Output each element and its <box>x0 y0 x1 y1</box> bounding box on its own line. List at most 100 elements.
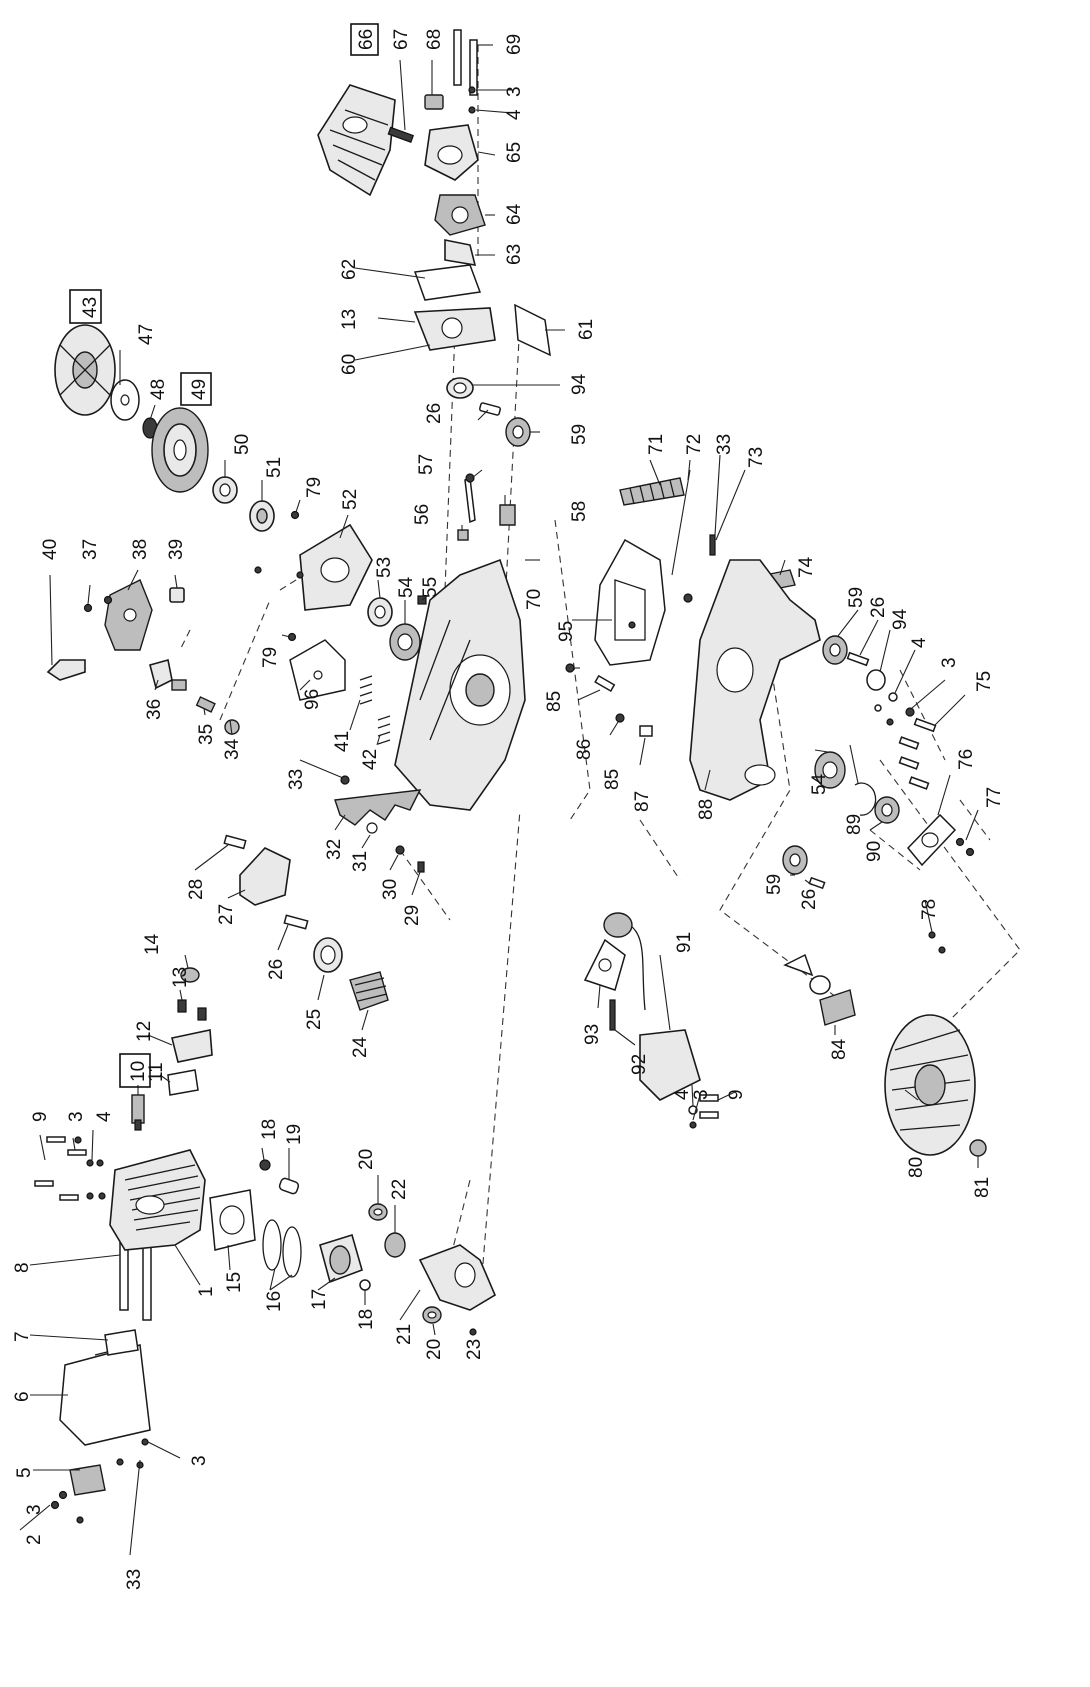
air-filter-cover <box>317 84 396 197</box>
callout-14: 14 <box>142 933 163 955</box>
callout-88: 88 <box>696 799 717 820</box>
callout-33: 33 <box>124 1569 145 1590</box>
callout-62: 62 <box>339 259 360 280</box>
callout-81: 81 <box>972 1177 993 1198</box>
callout-3: 3 <box>691 1089 712 1100</box>
rod-57 <box>464 473 476 524</box>
callout-4: 4 <box>672 1089 693 1100</box>
rear-handle-88 <box>689 559 821 801</box>
callout-48: 48 <box>148 379 169 400</box>
callout-3: 3 <box>939 657 960 668</box>
callout-77: 77 <box>984 787 1005 808</box>
callout-1: 1 <box>196 1286 217 1297</box>
screws-2-3-33 <box>50 1438 149 1524</box>
callout-73: 73 <box>746 447 767 468</box>
oil-pump-plate-52 <box>299 523 373 611</box>
callout-6: 6 <box>12 1391 33 1402</box>
callout-64: 64 <box>504 203 525 225</box>
callout-20: 20 <box>424 1339 445 1360</box>
seal-94b <box>866 669 886 691</box>
boot-24 <box>349 971 389 1011</box>
callout-17: 17 <box>309 1289 330 1310</box>
piston-rings-16 <box>262 1219 302 1278</box>
callout-56: 56 <box>412 504 433 525</box>
callout-40: 40 <box>40 539 61 560</box>
pin-19 <box>278 1177 300 1195</box>
callout-2: 2 <box>24 1534 45 1545</box>
clutch-43 <box>54 324 116 416</box>
callout-54: 54 <box>396 576 417 598</box>
callout-29: 29 <box>402 905 423 926</box>
callout-87: 87 <box>632 791 653 812</box>
filter-36 <box>149 658 187 691</box>
callout-26: 26 <box>799 889 820 910</box>
choke-knob-68 <box>424 94 444 110</box>
callout-65: 65 <box>504 142 525 163</box>
oil-hose-40 <box>46 659 86 681</box>
callout-8: 8 <box>12 1262 33 1273</box>
carb-adapter-60 <box>413 307 496 351</box>
plate-96 <box>289 639 346 701</box>
bushing-59c <box>782 845 808 875</box>
boxed-callout-frames <box>69 23 379 1088</box>
air-shroud-6 <box>59 1344 151 1446</box>
starter-pawl-84 <box>783 953 856 1026</box>
gasket-7 <box>104 1329 139 1356</box>
callout-13: 13 <box>339 309 360 330</box>
callout-3: 3 <box>504 86 525 97</box>
callout-20: 20 <box>356 1149 377 1170</box>
plate-93 <box>583 938 626 991</box>
callout-3: 3 <box>66 1111 87 1122</box>
callout-54: 54 <box>809 773 830 795</box>
callout-9: 9 <box>30 1111 51 1122</box>
callout-90: 90 <box>864 841 885 862</box>
callout-76: 76 <box>956 749 977 770</box>
callout-47: 47 <box>136 324 157 345</box>
callout-labels: 2 3 33 5 3 6 1 7 8 9 3 4 10 11 12 13 14 … <box>12 29 1005 1590</box>
callout-96: 96 <box>302 689 323 710</box>
callout-21: 21 <box>394 1324 415 1345</box>
callout-39: 39 <box>166 539 187 560</box>
callout-13: 13 <box>170 967 191 988</box>
muffler-flange-12 <box>171 1029 213 1063</box>
carburetor-64 <box>434 194 486 236</box>
callout-3: 3 <box>24 1504 45 1515</box>
callout-32: 32 <box>324 839 345 860</box>
callout-79: 79 <box>260 647 281 668</box>
callout-26: 26 <box>868 597 889 618</box>
flywheel-80 <box>884 1014 976 1156</box>
parts-85-86-87 <box>565 621 653 737</box>
bearing-50 <box>212 476 238 504</box>
spark-plug-10 <box>131 1094 145 1131</box>
callout-24: 24 <box>350 1036 371 1058</box>
callout-36: 36 <box>144 699 165 720</box>
spring-41 <box>359 675 373 705</box>
parts-31-30-29 <box>366 822 425 873</box>
bushing-59 <box>505 417 531 447</box>
bolt-75 <box>898 717 937 790</box>
bolt-26a <box>283 914 309 930</box>
callout-12: 12 <box>134 1021 155 1042</box>
callout-38: 38 <box>130 539 151 560</box>
callout-71: 71 <box>646 434 667 455</box>
parts-73-33 <box>683 534 716 603</box>
clutch-drum-49 <box>151 407 209 493</box>
bearing-54b <box>814 751 846 789</box>
washer-47 <box>110 379 140 421</box>
callout-26: 26 <box>266 959 287 980</box>
callout-5: 5 <box>14 1467 35 1478</box>
callout-59: 59 <box>846 587 867 608</box>
callout-25: 25 <box>304 1009 325 1030</box>
callout-28: 28 <box>186 879 207 900</box>
handle-frame-95 <box>594 538 666 666</box>
bolt-26 <box>479 402 501 416</box>
callout-68: 68 <box>424 29 445 50</box>
callout-60: 60 <box>339 354 360 375</box>
callout-3: 3 <box>189 1455 210 1466</box>
callout-26: 26 <box>424 403 445 424</box>
callout-91: 91 <box>674 932 695 953</box>
callout-23: 23 <box>464 1339 485 1360</box>
cylinder-1 <box>109 1149 206 1251</box>
callout-4: 4 <box>504 109 525 120</box>
callout-80: 80 <box>906 1157 927 1178</box>
